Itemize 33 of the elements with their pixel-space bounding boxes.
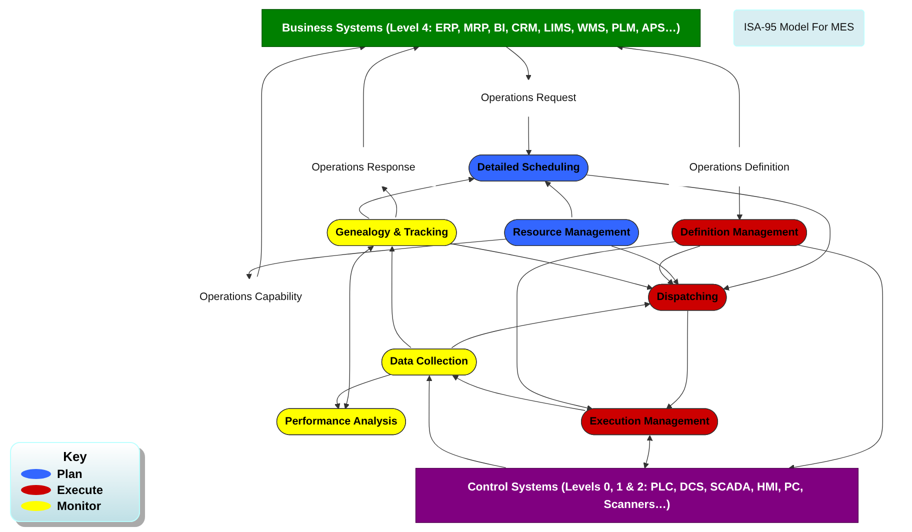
arrow	[344, 246, 374, 410]
node-box: Business Systems (Level 4: ERP, MRP, BI, CRM, LIMS, WMS, PLM, APS…)	[262, 9, 701, 47]
arrow	[526, 116, 532, 156]
node-text: Operations Request	[480, 92, 576, 104]
arrow	[256, 44, 366, 278]
arrow	[643, 435, 653, 469]
arrow	[359, 176, 474, 219]
legend-label: Plan	[57, 467, 82, 481]
arrow	[586, 174, 830, 291]
arrow	[363, 45, 420, 148]
node-text: Operations Definition	[689, 162, 790, 174]
arrow	[451, 302, 650, 348]
arrow	[736, 186, 743, 220]
arrow	[666, 310, 688, 410]
legend-label: Monitor	[57, 499, 101, 513]
node-text: Operations Response	[312, 162, 416, 174]
arrow	[450, 243, 653, 290]
legend-title: Key	[62, 449, 88, 464]
arrow	[389, 246, 412, 348]
arrow	[788, 244, 883, 470]
node-box: Control Systems (Levels 0, 1 & 2: PLC, DCS, SCADA, HMI, PC, Scanners…)	[415, 468, 859, 523]
arrow	[659, 246, 700, 285]
arrow	[426, 375, 506, 468]
arrow	[516, 241, 676, 411]
arrow	[246, 238, 507, 280]
arrow	[506, 46, 532, 80]
node-text: Operations Capability	[199, 291, 302, 303]
legend-label: Execute	[57, 483, 104, 497]
arrow	[611, 246, 679, 285]
arrow	[334, 374, 391, 410]
arrow	[544, 181, 572, 218]
arrow	[452, 375, 586, 411]
arrow	[382, 186, 398, 218]
